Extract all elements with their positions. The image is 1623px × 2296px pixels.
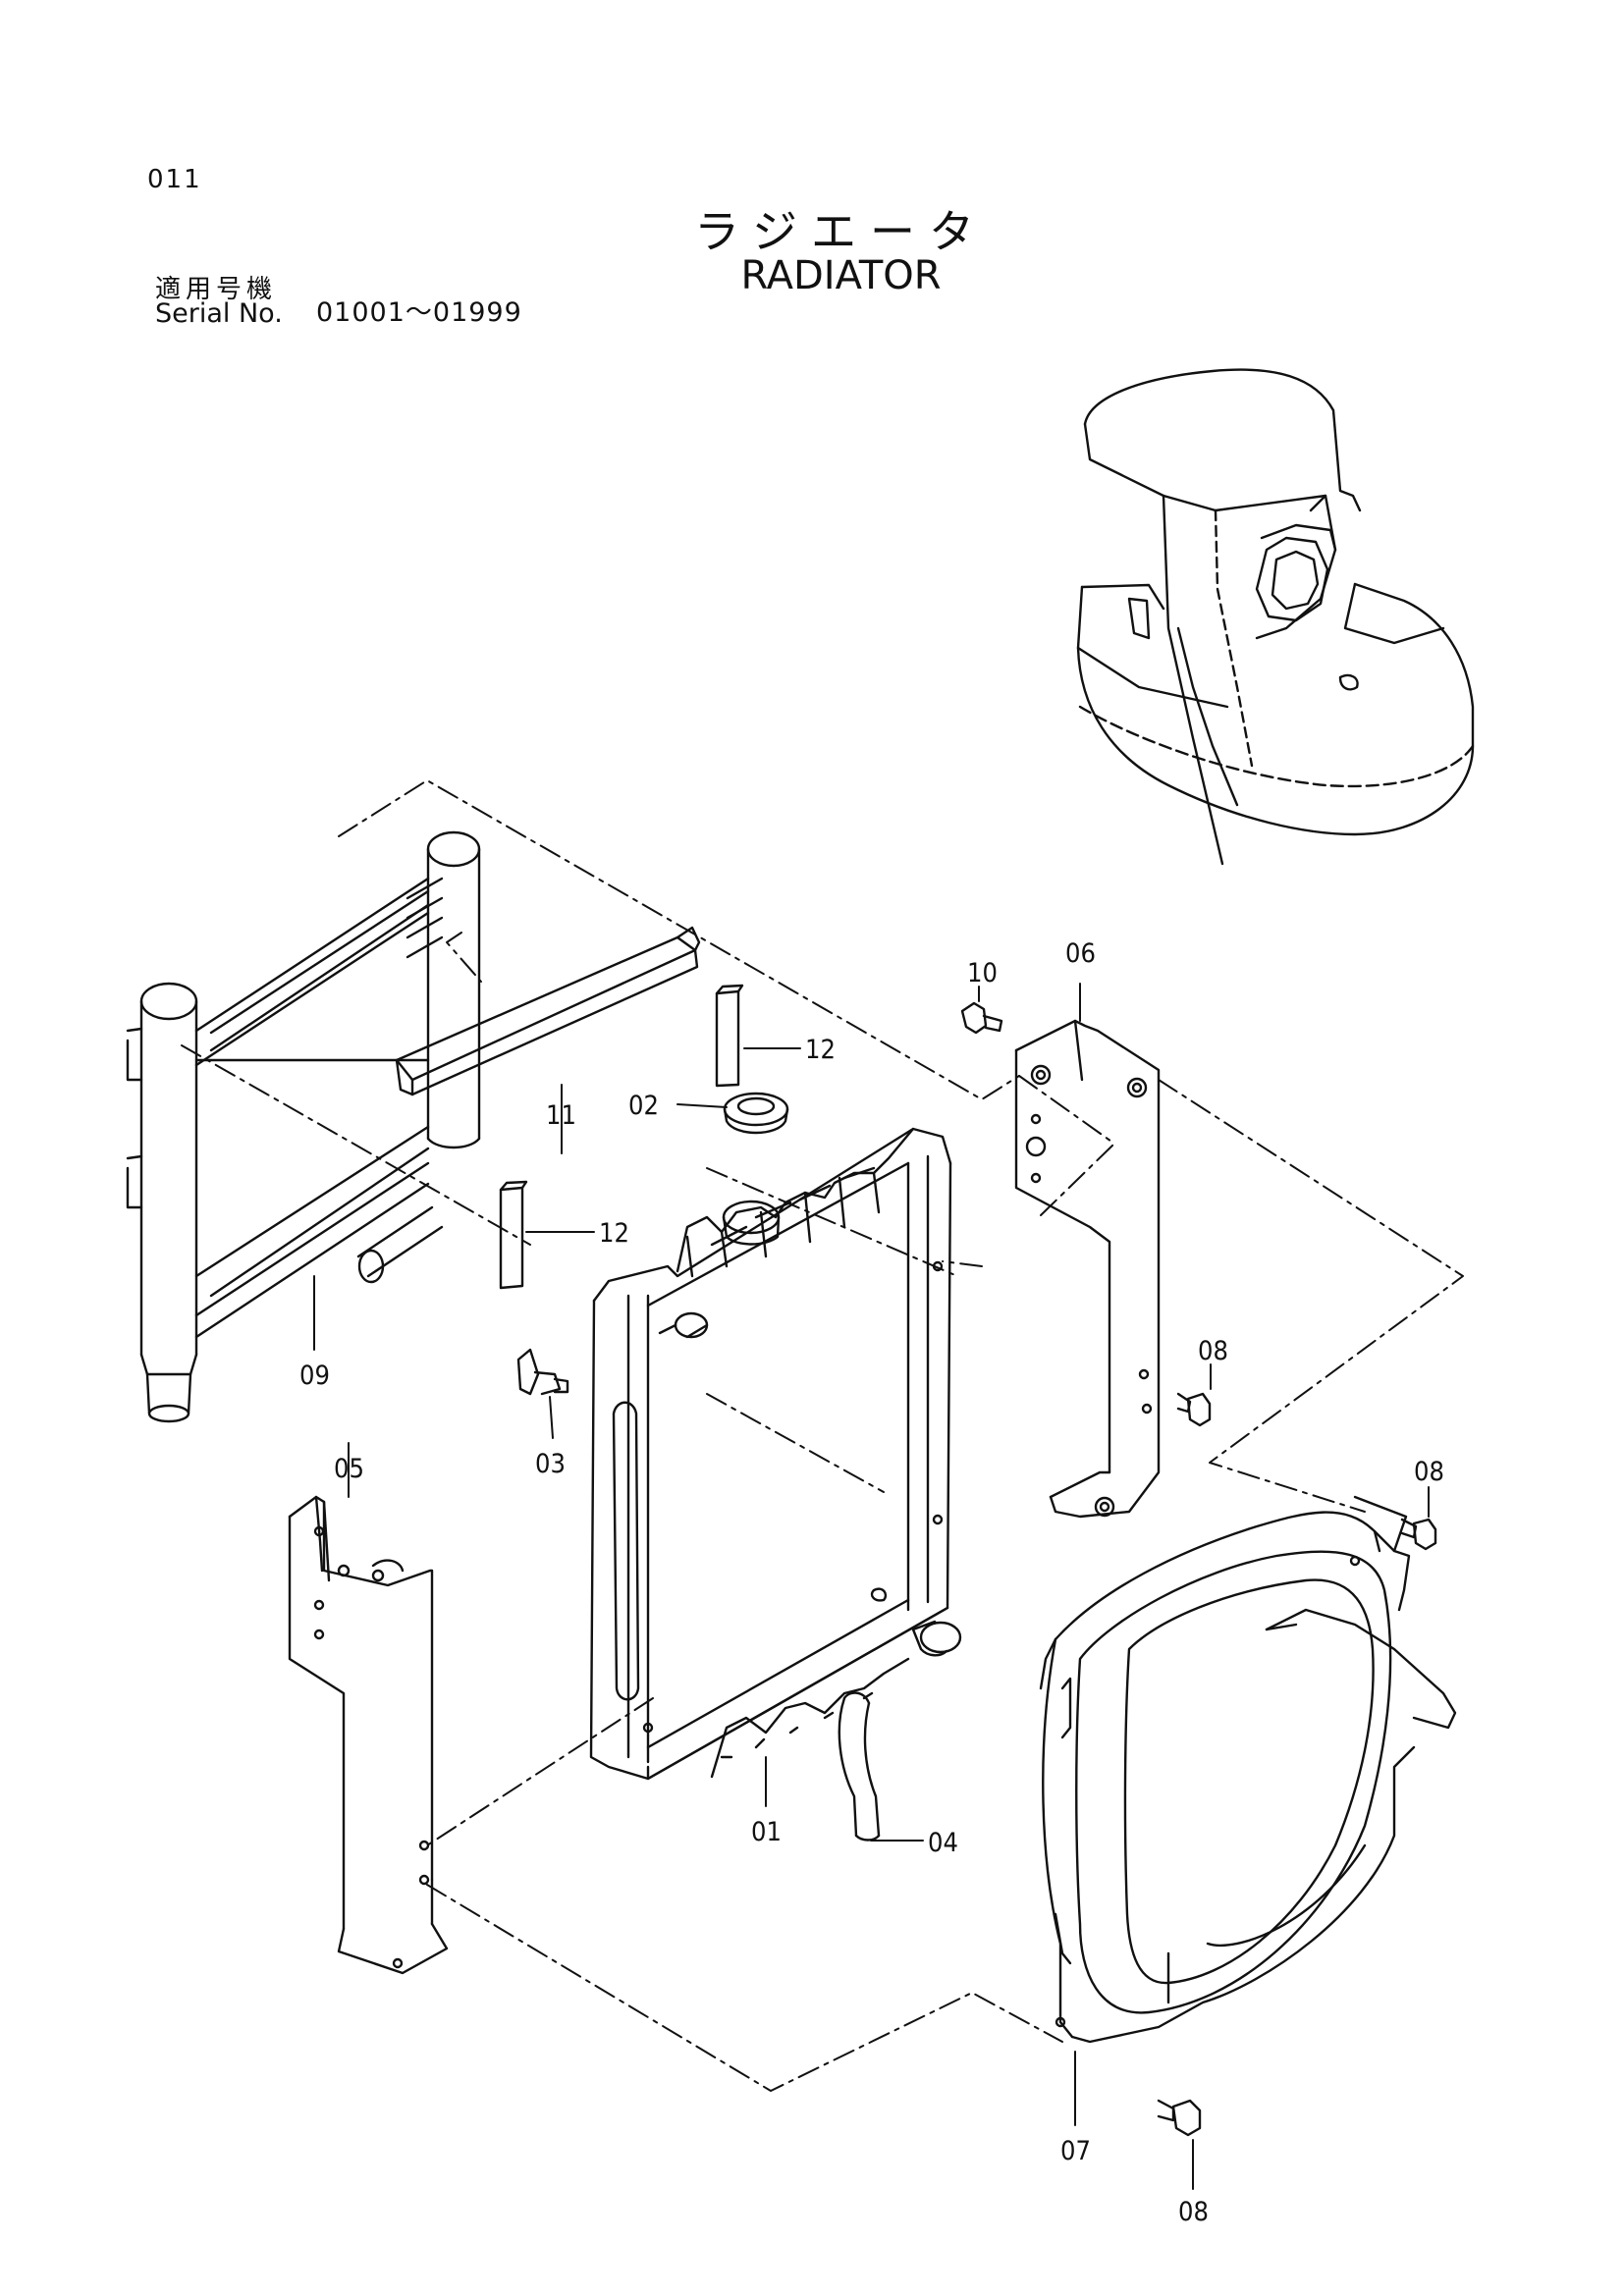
serial-label-english: Serial No. (155, 298, 283, 329)
part-09-cooler-assembly (126, 830, 481, 1423)
label-04: 04 (928, 1828, 958, 1858)
assembly-reference-lines (181, 779, 1464, 2092)
label-09: 09 (299, 1361, 330, 1391)
serial-label-japanese: 適用号機 (155, 275, 278, 304)
bolt-08-middle (1400, 1518, 1437, 1551)
title-english: RADIATOR (740, 253, 942, 298)
label-02: 02 (628, 1091, 659, 1121)
part-12-sponge (499, 984, 744, 1290)
part-03-drain-cock (516, 1348, 569, 1396)
label-08-middle: 08 (1414, 1457, 1444, 1487)
bolt-10 (960, 1001, 1003, 1035)
label-11: 11 (546, 1100, 576, 1131)
label-07: 07 (1060, 2136, 1091, 2166)
machine-overview-illustration (1076, 368, 1475, 866)
label-01: 01 (751, 1817, 782, 1847)
label-08-upper: 08 (1198, 1336, 1228, 1366)
title-japanese: ラジエータ (693, 205, 989, 258)
part-07-fan-shroud (1039, 1495, 1457, 2044)
part-04-hose (838, 1691, 881, 1842)
serial-range: 01001～01999 (316, 297, 522, 328)
part-02-radiator-cap (723, 1092, 789, 1135)
part-05-bracket (288, 1495, 449, 1975)
label-03: 03 (535, 1449, 566, 1479)
part-11-seal-strip (395, 926, 701, 1096)
part-labels: 10 06 12 11 02 12 08 09 03 08 05 01 04 0… (299, 938, 1444, 2227)
bolt-08-lower (1157, 2099, 1202, 2137)
page-number: 011 (147, 165, 202, 194)
label-10: 10 (967, 958, 998, 988)
label-06: 06 (1065, 938, 1096, 969)
bolt-08-upper (1176, 1392, 1212, 1427)
label-12-lower: 12 (599, 1218, 629, 1249)
label-08-lower: 08 (1178, 2197, 1209, 2227)
label-05: 05 (334, 1454, 364, 1484)
leader-lines (313, 983, 1430, 2190)
part-06-bracket (1014, 1019, 1161, 1519)
part-01-radiator (589, 1127, 962, 1781)
label-12-upper: 12 (805, 1035, 836, 1065)
